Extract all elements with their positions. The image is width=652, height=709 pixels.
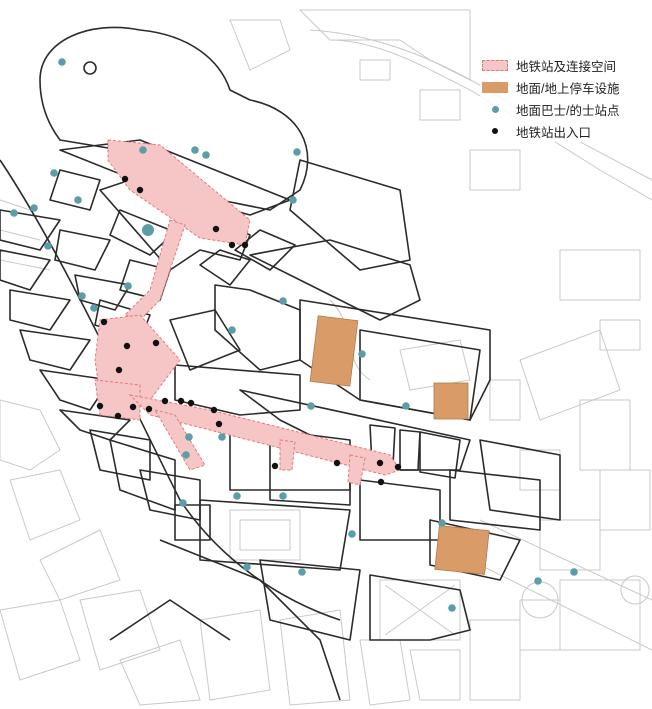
metro-exit-marker: [123, 342, 131, 350]
metro-exit-marker: [241, 241, 249, 249]
bus-stop-marker: [402, 402, 410, 410]
station-small-passage: [279, 439, 296, 471]
metro-exit-marker: [228, 241, 236, 249]
bus-stop-marker: [10, 209, 18, 217]
metro-exit-dot-icon: [492, 128, 498, 134]
legend-label-station: 地铁站及连接空间: [516, 59, 617, 74]
metro-exit-marker: [187, 399, 195, 407]
bus-stop-marker: [233, 492, 241, 500]
station-connector-diagonal: [124, 219, 186, 321]
bus-stop-marker: [348, 530, 356, 538]
legend-item-exit: 地铁站出入口: [480, 120, 645, 142]
parking-swatch-icon: [482, 81, 508, 93]
bus-stop-marker: [448, 604, 456, 612]
parking-layer: [309, 315, 490, 575]
bus-stop-marker: [182, 451, 190, 459]
metro-exit-marker: [152, 339, 160, 347]
station-east-passage: [347, 454, 366, 486]
metro-exit-marker: [145, 405, 153, 413]
metro-exit-layer: [96, 175, 402, 486]
legend-label-parking: 地面/地上停车设施: [516, 81, 620, 96]
bus-stop-marker: [307, 402, 315, 410]
metro-exit-marker: [136, 186, 144, 194]
metro-exit-marker: [210, 406, 218, 414]
metro-exit-marker: [376, 459, 384, 467]
bus-stop-marker: [243, 563, 251, 571]
parking-lot-2: [433, 382, 469, 420]
bus-stop-marker: [570, 568, 578, 576]
bus-stop-marker: [202, 151, 210, 159]
metro-exit-marker: [333, 459, 341, 467]
metro-exit-marker: [121, 175, 129, 183]
bus-stop-marker: [191, 146, 199, 154]
bus-stop-marker: [289, 196, 297, 204]
legend-label-exit: 地铁站出入口: [516, 125, 592, 140]
bus-stop-marker: [78, 292, 86, 300]
bus-stop-marker: [279, 492, 287, 500]
legend-label-bus: 地面巴士/的士站点: [516, 103, 620, 118]
street-blocks-layer: [0, 26, 561, 701]
legend-item-station: 地铁站及连接空间: [480, 54, 645, 76]
metro-exit-marker: [377, 478, 385, 486]
metro-exit-marker: [114, 412, 122, 420]
metro-exit-marker: [271, 462, 279, 470]
bus-stop-marker: [279, 297, 287, 305]
context-layer: [0, 9, 652, 706]
bus-stop-marker: [58, 58, 66, 66]
metro-exit-marker: [161, 397, 169, 405]
station-north-hall: [107, 139, 251, 246]
metro-exit-marker: [177, 397, 185, 405]
bus-stop-marker: [179, 499, 187, 507]
bus-stop-marker: [228, 326, 236, 334]
bus-stop-marker: [218, 433, 226, 441]
bus-stop-dot-icon: [491, 105, 499, 113]
bus-stop-marker: [185, 433, 193, 441]
bus-stop-marker: [139, 146, 147, 154]
bus-stop-layer: [10, 58, 578, 612]
bus-stop-marker: [50, 169, 58, 177]
bus-stop-marker: [142, 224, 154, 236]
metro-exit-marker: [115, 366, 123, 374]
metro-exit-marker: [100, 318, 108, 326]
bus-stop-marker: [74, 196, 82, 204]
metro-exit-marker: [394, 463, 402, 471]
bus-stop-marker: [44, 242, 52, 250]
bus-stop-marker: [124, 282, 132, 290]
bus-stop-marker: [534, 577, 542, 585]
bus-stop-marker: [30, 204, 38, 212]
metro-station-layer: [94, 139, 401, 486]
station-main-corridor: [128, 394, 401, 476]
metro-exit-marker: [215, 420, 223, 428]
metro-exit-marker: [96, 402, 104, 410]
parking-lot-3: [434, 525, 490, 575]
metro-exit-marker: [129, 403, 137, 411]
bus-stop-marker: [438, 519, 446, 527]
bus-stop-marker: [298, 568, 306, 576]
station-swatch-icon: [482, 59, 508, 71]
bus-stop-marker: [293, 148, 301, 156]
bus-stop-marker: [358, 350, 366, 358]
legend-item-parking: 地面/地上停车设施: [480, 76, 645, 98]
bus-stop-marker: [90, 304, 98, 312]
station-south-spur: [153, 409, 206, 471]
parking-lot-1: [309, 315, 359, 387]
legend-item-bus: 地面巴士/的士站点: [480, 98, 645, 120]
map-legend: 地铁站及连接空间 地面/地上停车设施 地面巴士/的士站点 地铁站出入口: [480, 54, 645, 142]
metro-exit-marker: [212, 225, 220, 233]
